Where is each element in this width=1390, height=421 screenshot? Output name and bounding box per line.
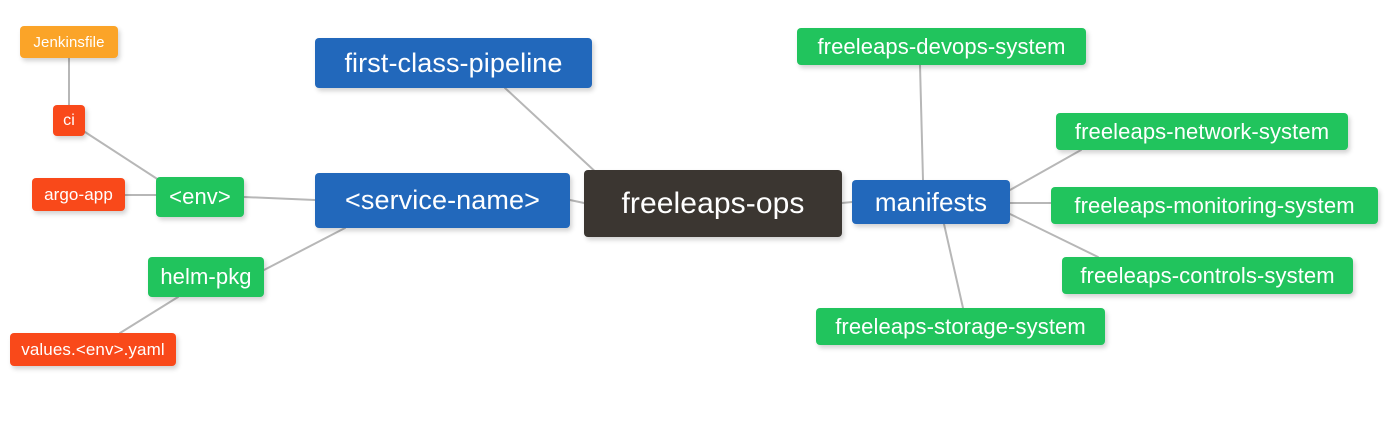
node-argo-app[interactable]: argo-app (32, 178, 125, 211)
node-values-env-yaml[interactable]: values.<env>.yaml (10, 333, 176, 366)
edge-manifests-to-freeleaps-storage-system (943, 223, 964, 309)
node-freeleaps-devops-system[interactable]: freeleaps-devops-system (797, 28, 1086, 65)
node-label-freeleaps-monitoring-system: freeleaps-monitoring-system (1074, 192, 1355, 218)
node-freeleaps-storage-system[interactable]: freeleaps-storage-system (816, 308, 1105, 345)
node-label-freeleaps-ops: freeleaps-ops (621, 186, 805, 220)
node-env[interactable]: <env> (156, 177, 244, 217)
edge-manifests-to-freeleaps-network-system (1009, 149, 1082, 191)
node-freeleaps-ops[interactable]: freeleaps-ops (584, 170, 842, 237)
edge-service-name-to-helm-pkg (263, 227, 346, 271)
edge-helm-pkg-to-values-env-yaml (119, 296, 179, 334)
node-label-env: <env> (169, 184, 231, 209)
node-label-ci: ci (63, 111, 75, 129)
edge-manifests-to-freeleaps-devops-system (919, 64, 924, 181)
edge-freeleaps-ops-to-service-name (569, 199, 585, 204)
node-label-values-env-yaml: values.<env>.yaml (21, 340, 165, 359)
edge-freeleaps-ops-to-first-class-pipeline (504, 87, 601, 177)
node-label-first-class-pipeline: first-class-pipeline (344, 47, 563, 78)
node-label-freeleaps-storage-system: freeleaps-storage-system (835, 313, 1086, 339)
edge-env-to-ci (84, 131, 166, 185)
node-manifests[interactable]: manifests (852, 180, 1010, 224)
node-label-argo-app: argo-app (44, 185, 113, 204)
node-freeleaps-controls-system[interactable]: freeleaps-controls-system (1062, 257, 1353, 294)
node-label-jenkinsfile: Jenkinsfile (33, 33, 105, 51)
node-label-freeleaps-controls-system: freeleaps-controls-system (1080, 262, 1335, 288)
node-first-class-pipeline[interactable]: first-class-pipeline (315, 38, 592, 88)
node-label-helm-pkg: helm-pkg (160, 264, 252, 289)
node-label-manifests: manifests (874, 187, 988, 217)
node-helm-pkg[interactable]: helm-pkg (148, 257, 264, 297)
node-freeleaps-monitoring-system[interactable]: freeleaps-monitoring-system (1051, 187, 1378, 224)
node-label-freeleaps-network-system: freeleaps-network-system (1074, 118, 1330, 144)
node-label-freeleaps-devops-system: freeleaps-devops-system (817, 33, 1066, 59)
node-label-service-name: <service-name> (345, 185, 540, 215)
node-freeleaps-network-system[interactable]: freeleaps-network-system (1056, 113, 1348, 150)
node-ci[interactable]: ci (53, 105, 85, 136)
node-jenkinsfile[interactable]: Jenkinsfile (20, 26, 118, 58)
edge-freeleaps-ops-to-manifests (841, 201, 853, 204)
edge-service-name-to-env (243, 196, 316, 201)
node-service-name[interactable]: <service-name> (315, 173, 570, 228)
